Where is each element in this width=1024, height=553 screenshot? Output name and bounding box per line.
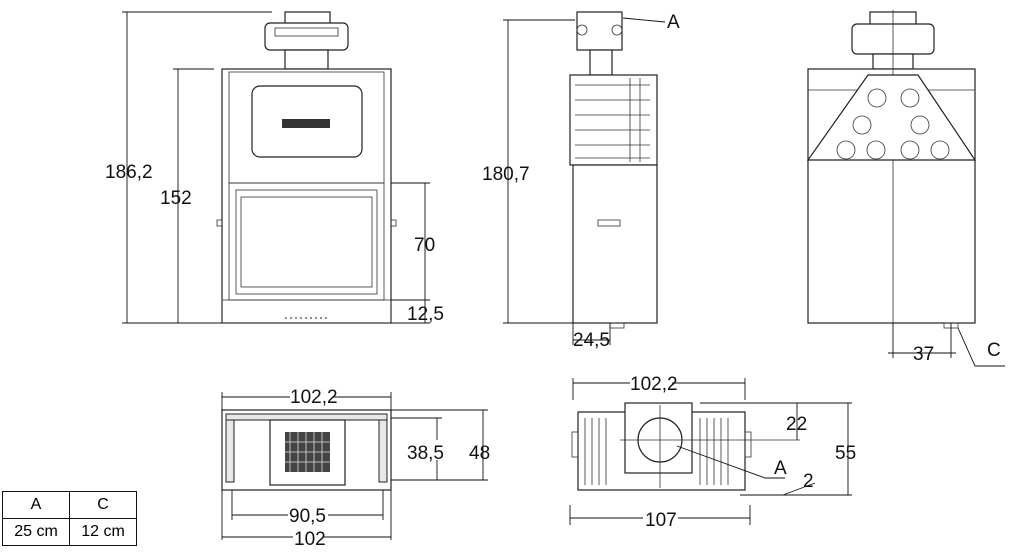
label-a-side: A [667, 12, 680, 33]
dim-back-offset: 37 [913, 344, 934, 365]
value-c: 12 cm [69, 518, 137, 546]
dim-gap: 2 [803, 471, 814, 492]
dim-depth-right: 55 [835, 443, 856, 464]
dim-side-height: 180,7 [482, 164, 530, 185]
front-view: 186,2 152 70 12,5 [105, 11, 444, 325]
header-c: C [69, 491, 137, 519]
dim-inner-depth: 38,5 [407, 443, 444, 464]
dim-bottom-width-right: 107 [645, 510, 677, 531]
dim-top-right-width: 102,2 [630, 374, 678, 395]
label-c: C [987, 340, 1001, 361]
header-a: A [2, 491, 70, 519]
legend-table: A C 25 cm 12 cm [2, 491, 137, 546]
dim-body-height: 152 [160, 188, 192, 209]
dim-inner-width: 90,5 [289, 506, 326, 527]
dim-base-height: 12,5 [407, 304, 444, 325]
dim-door-height: 70 [414, 235, 435, 256]
top-view-right: 102,2 22 55 A 2 107 [569, 374, 856, 531]
dim-center-offset: 22 [786, 414, 807, 435]
dim-total-height: 186,2 [105, 162, 153, 183]
logo-plate [282, 119, 330, 128]
back-view: 37 C [806, 10, 1005, 367]
dim-side-offset: 24,5 [573, 330, 610, 351]
dim-top-left-width: 102,2 [290, 387, 338, 408]
value-a: 25 cm [2, 518, 70, 546]
dim-depth-left: 48 [469, 443, 490, 464]
dim-bottom-width: 102 [294, 529, 326, 550]
side-view: 180,7 A 24,5 [482, 11, 680, 351]
label-a-top: A [774, 458, 787, 479]
top-view-left: 102,2 38,5 48 90,5 102 [221, 387, 490, 550]
